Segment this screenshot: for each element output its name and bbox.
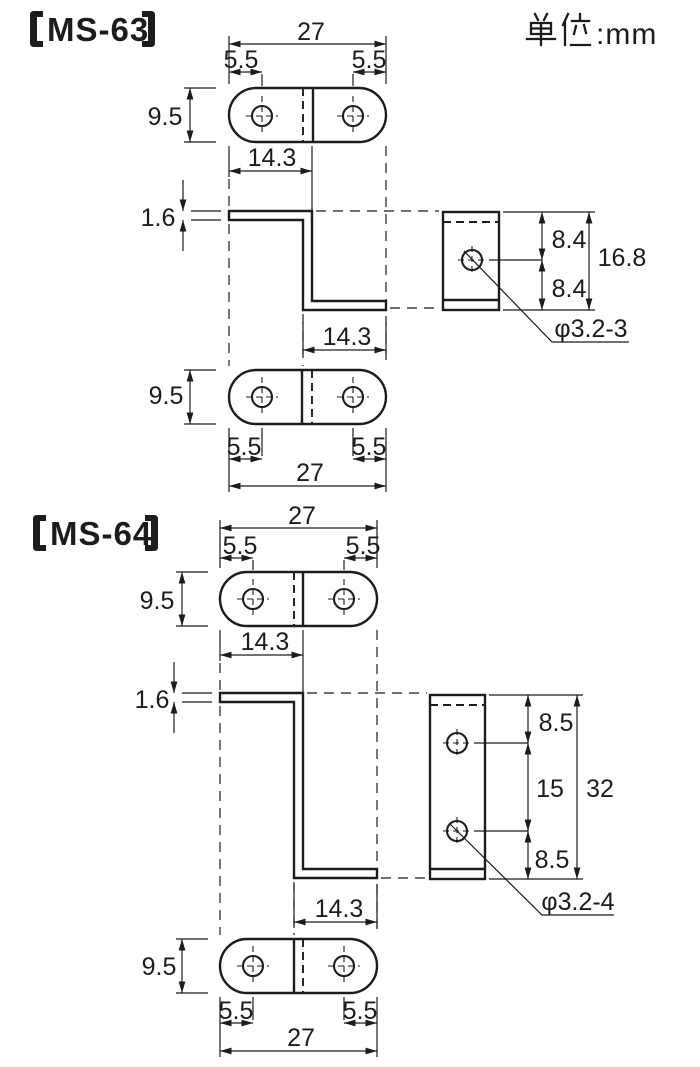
dim-lower: 8.4 [552, 275, 587, 303]
extension-lines [184, 369, 387, 492]
thickness-extension-lines [191, 210, 221, 221]
dim-bend-length-lower: 14.3 [315, 895, 364, 923]
dim-overall-width: 27 [287, 1024, 315, 1052]
dim-overall-width: 27 [296, 459, 324, 487]
hole-centerlines [246, 96, 369, 136]
ms63-side-view: 8.4 8.4 16.8 φ3.2-3 [441, 210, 647, 343]
hole-leader-line [463, 250, 629, 343]
dim-lower: 8.5 [535, 846, 570, 874]
ms64-model-text: MS-64 [50, 515, 152, 552]
dim-hole-offset-right: 5.5 [352, 46, 387, 74]
ms63-model-text: MS-63 [47, 11, 149, 48]
side-outline [428, 693, 487, 881]
ms64-profile-view: 1.6 14.3 [135, 630, 427, 935]
dim-overall-height: 32 [586, 775, 614, 803]
section-ms64: MS-64 27 5.5 5.5 9.5 14.3 [33, 502, 615, 1057]
ms64-title: MS-64 [33, 515, 158, 552]
plate-outline [227, 368, 388, 426]
plate-outline [227, 86, 388, 144]
thickness-extension-lines [182, 692, 212, 703]
dim-upper: 8.4 [552, 226, 587, 254]
hole-spec-label: φ3.2-4 [541, 888, 614, 916]
hole-centerlines [443, 729, 471, 845]
hole-centerlines [237, 946, 360, 986]
dim-overall-height: 16.8 [598, 244, 647, 272]
ms64-bottom-view: 9.5 5.5 5.5 27 [142, 937, 379, 1057]
dim-plate-width: 9.5 [142, 953, 177, 981]
hole-leader-line [449, 823, 614, 916]
dim-hole-offset-right: 5.5 [352, 433, 387, 461]
dim-thickness: 1.6 [135, 686, 170, 714]
lenticular-bracket-right-icon [145, 515, 158, 551]
unit-kanji-tan [525, 12, 557, 47]
dim-overall-width: 27 [297, 18, 325, 46]
extension-lines [489, 211, 595, 311]
ms64-side-view: 8.5 15 8.5 32 φ3.2-4 [428, 693, 615, 916]
extension-lines [176, 520, 378, 693]
dim-plate-width: 9.5 [149, 382, 184, 410]
plate-outline [218, 937, 379, 995]
extension-lines [176, 938, 378, 1057]
ms63-title: MS-63 [30, 11, 155, 48]
dim-hole-offset-left: 5.5 [224, 46, 259, 74]
unit-kanji-i [561, 12, 592, 47]
dim-upper: 8.5 [539, 709, 574, 737]
dim-hole-offset-right: 5.5 [346, 532, 381, 560]
dim-hole-offset-left: 5.5 [219, 997, 254, 1025]
plate-outline [218, 570, 379, 628]
dim-thickness: 1.6 [141, 204, 176, 232]
dim-plate-width: 9.5 [140, 587, 175, 615]
hole-centerlines [237, 579, 360, 619]
dim-hole-offset-left: 5.5 [227, 433, 262, 461]
dim-overall-width: 27 [288, 502, 316, 530]
lenticular-bracket-left-icon [30, 11, 43, 47]
dim-bend-length-lower: 14.3 [323, 323, 372, 351]
z-profile-outline [218, 691, 379, 880]
ms63-bottom-view: 9.5 5.5 5.5 27 [149, 368, 388, 492]
section-ms63: MS-63 27 5.5 5.5 9.5 14.3 [30, 11, 646, 492]
unit-suffix-text: :mm [596, 18, 657, 51]
lenticular-bracket-right-icon [142, 11, 155, 47]
dim-bend-length: 14.3 [248, 144, 297, 172]
ms64-top-view: 27 5.5 5.5 9.5 14.3 [140, 502, 381, 693]
ms63-profile-view: 1.6 14.3 [141, 146, 439, 366]
unit-label: :mm [525, 12, 657, 51]
ms63-top-view: 27 5.5 5.5 9.5 14.3 [148, 18, 388, 211]
hole-centerlines [246, 377, 369, 417]
hole-spec-label: φ3.2-3 [554, 315, 627, 343]
extension-lines [184, 36, 387, 211]
extension-lines [474, 694, 583, 880]
dim-bend-length: 14.3 [241, 628, 290, 656]
dim-middle: 15 [536, 775, 564, 803]
dim-plate-width: 9.5 [148, 103, 183, 131]
dim-hole-offset-left: 5.5 [223, 532, 258, 560]
lenticular-bracket-left-icon [33, 515, 46, 551]
dim-hole-offset-right: 5.5 [343, 997, 378, 1025]
z-profile-outline [227, 209, 388, 312]
